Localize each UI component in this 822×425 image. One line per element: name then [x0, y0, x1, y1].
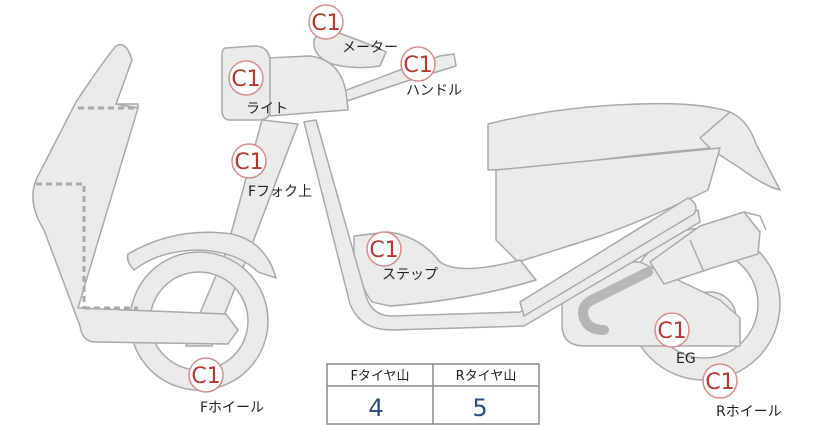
- part-label-engine: EG: [676, 351, 696, 367]
- part-label-rear-wheel: Rホイール: [716, 404, 782, 420]
- grade-badge-handle[interactable]: [400, 46, 436, 82]
- rear-body-panel: [495, 147, 721, 263]
- grade-text-engine: C1: [657, 319, 686, 344]
- grade-text-light: C1: [231, 67, 260, 92]
- front-fender: [126, 231, 277, 279]
- rear-shock-mount: [743, 211, 767, 231]
- part-label-front-wheel: Fホイール: [200, 400, 264, 416]
- front-tread-header: Fタイヤ山: [350, 369, 409, 384]
- part-marker-step[interactable]: C1 ステップ: [366, 231, 438, 283]
- grade-badge-front-fork[interactable]: [231, 143, 267, 179]
- part-label-meter: メーター: [342, 40, 398, 56]
- part-label-handle: ハンドル: [406, 83, 462, 99]
- part-label-step: ステップ: [382, 267, 438, 283]
- rear-cowl: [699, 111, 781, 191]
- engine-case: [561, 261, 741, 347]
- rear-shock-line: [689, 239, 705, 273]
- part-marker-light[interactable]: C1 ライト: [228, 60, 288, 117]
- grade-badge-meter[interactable]: [308, 4, 344, 40]
- grade-badge-front-wheel[interactable]: [188, 357, 224, 393]
- part-grade-markers: C1メーターC1ハンドルC1ライトC1Fフォク上C1ステップC1EGC1Fホイー…: [188, 4, 782, 420]
- rear-tread-value: 5: [472, 394, 487, 422]
- grade-badge-light[interactable]: [228, 60, 264, 96]
- front-tread-value: 4: [368, 394, 383, 422]
- tread-depth-table: Fタイヤ山 Rタイヤ山 4 5: [326, 363, 540, 425]
- part-marker-handle[interactable]: C1 ハンドル: [400, 46, 462, 99]
- part-label-light: ライト: [246, 101, 288, 117]
- grade-text-handle: C1: [403, 53, 432, 78]
- grade-badge-engine[interactable]: [654, 312, 690, 348]
- headlight-cowl: [265, 55, 349, 117]
- legshield-inner: [115, 103, 139, 109]
- grade-text-front-fork: C1: [234, 150, 263, 175]
- rear-shock: [649, 211, 761, 285]
- engine-belt: [578, 267, 653, 335]
- part-label-front-fork: Fフォク上: [248, 184, 312, 200]
- frame-rail: [519, 197, 697, 317]
- grade-text-front-wheel: C1: [191, 364, 220, 389]
- grade-badge-rear-wheel[interactable]: [702, 363, 738, 399]
- rear-tread-header: Rタイヤ山: [456, 369, 517, 384]
- grade-text-meter: C1: [311, 11, 340, 36]
- grade-text-rear-wheel: C1: [705, 370, 734, 395]
- grade-text-step: C1: [369, 238, 398, 263]
- grade-badge-step[interactable]: [366, 231, 402, 267]
- scooter-illustration: [32, 30, 781, 391]
